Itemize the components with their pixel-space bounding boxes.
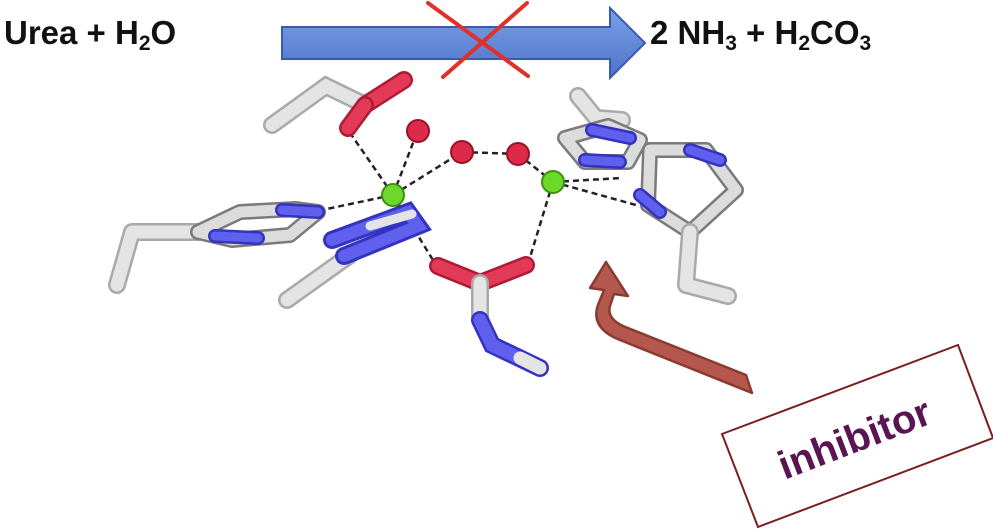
histidine-upper-right (557, 87, 648, 170)
histidine-right (633, 142, 744, 305)
active-site-structure (108, 71, 744, 377)
water-oxygens (406, 119, 530, 166)
nickel-ions (381, 170, 565, 207)
histidine-lower (278, 201, 432, 309)
blocked-cross-icon (426, 1, 530, 79)
reaction-arrow-icon (281, 5, 647, 81)
products-label: 2 NH3 + H2CO3 (650, 14, 872, 55)
carboxylate-ligand (263, 71, 413, 137)
histidine-left (108, 201, 326, 294)
inhibitor-arrow-icon (588, 260, 754, 395)
inhibitor-label-box: inhibitor (720, 343, 993, 529)
urea-molecule (429, 256, 549, 377)
reactants-label: Urea + H2O (4, 14, 177, 55)
